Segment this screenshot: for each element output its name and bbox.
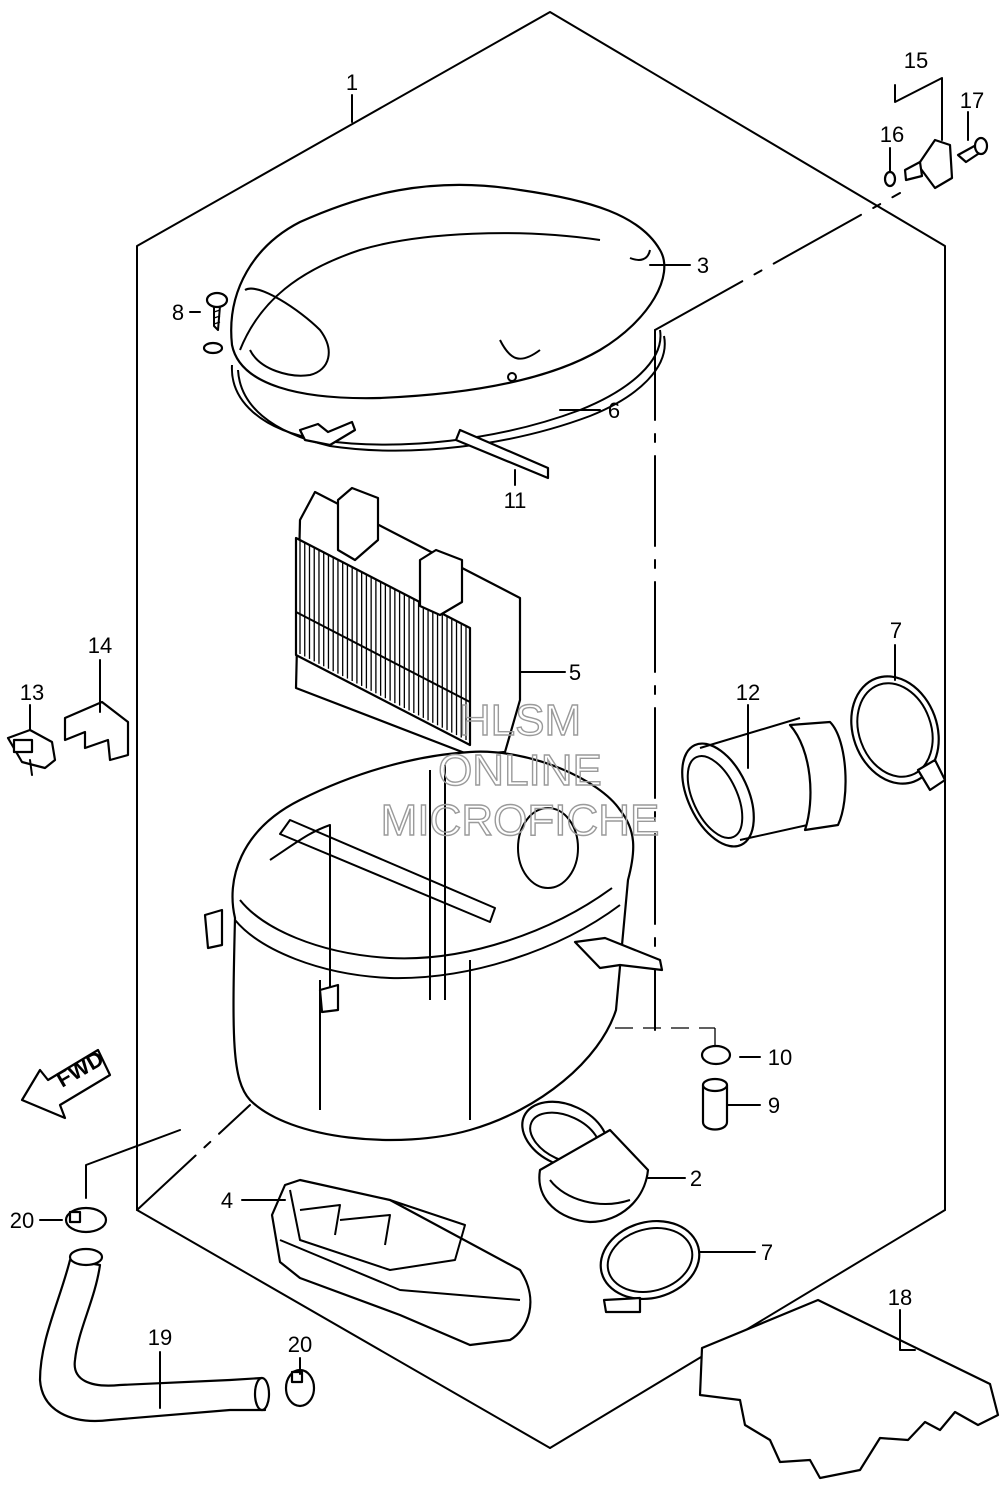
label-part-3: 3 <box>697 253 709 278</box>
label-part-17: 17 <box>960 88 984 113</box>
clamp-upper <box>850 675 947 792</box>
drain-cap <box>701 1077 729 1131</box>
label-part-8: 8 <box>172 300 184 325</box>
forward-direction-arrow: FWD <box>20 1046 112 1120</box>
label-part-11: 11 <box>504 488 527 513</box>
label-part-7-lower: 7 <box>761 1240 773 1265</box>
label-part-2: 2 <box>690 1166 702 1191</box>
air-cleaner-cover <box>230 183 666 400</box>
label-part-19: 19 <box>148 1325 172 1350</box>
label-part-6: 6 <box>608 398 620 423</box>
bolt <box>956 136 989 164</box>
watermark: HLSM ONLINE MICROFICHE <box>380 695 660 845</box>
cover-seal <box>230 329 666 452</box>
intake-tube <box>681 717 847 848</box>
label-part-12: 12 <box>736 680 760 705</box>
o-ring-small <box>883 170 897 188</box>
watermark-line-1: HLSM <box>459 696 581 745</box>
label-part-14: 14 <box>88 633 112 658</box>
label-part-1: 1 <box>346 70 358 95</box>
label-part-20-upper: 20 <box>10 1208 34 1233</box>
hose-clip-lower <box>284 1368 316 1408</box>
screw <box>202 291 229 355</box>
label-part-4: 4 <box>221 1188 233 1213</box>
filter-pleats <box>299 540 467 740</box>
callout-labels: 1 2 3 4 5 6 7 7 8 9 10 11 12 13 14 15 16… <box>10 48 984 1357</box>
o-ring <box>700 1044 732 1066</box>
outlet-duct <box>521 1100 650 1224</box>
hose-clip-upper <box>64 1206 108 1234</box>
air-filter-element <box>294 486 522 757</box>
air-cleaner-case <box>203 750 716 1142</box>
sensor-cover <box>63 700 130 762</box>
label-part-5: 5 <box>569 660 581 685</box>
label-part-10: 10 <box>768 1045 792 1070</box>
label-part-13: 13 <box>20 680 44 705</box>
leader-lines <box>29 77 969 1409</box>
clamp-lower <box>599 1219 701 1314</box>
sensor <box>6 728 57 776</box>
label-part-18: 18 <box>888 1285 912 1310</box>
watermark-line-3: MICROFICHE <box>381 796 660 845</box>
label-part-9: 9 <box>768 1093 780 1118</box>
label-part-15: 15 <box>904 48 928 73</box>
foam-strip <box>454 428 550 480</box>
sheet <box>698 1298 1000 1480</box>
watermark-line-2: ONLINE <box>438 746 602 795</box>
label-part-20-lower: 20 <box>288 1332 312 1357</box>
drain-hose <box>38 1247 271 1422</box>
resonator <box>270 1178 532 1347</box>
label-part-7-upper: 7 <box>890 618 902 643</box>
breather-fitting <box>903 138 954 190</box>
label-part-16: 16 <box>880 122 904 147</box>
